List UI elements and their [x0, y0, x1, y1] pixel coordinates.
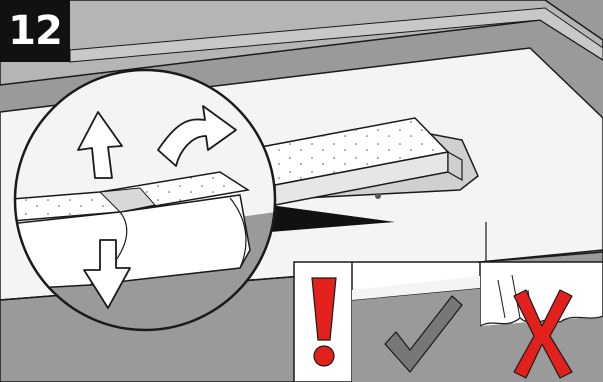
step-number-badge: 12 [0, 0, 70, 62]
step-number: 12 [8, 8, 62, 54]
fastener-dot [375, 193, 381, 199]
